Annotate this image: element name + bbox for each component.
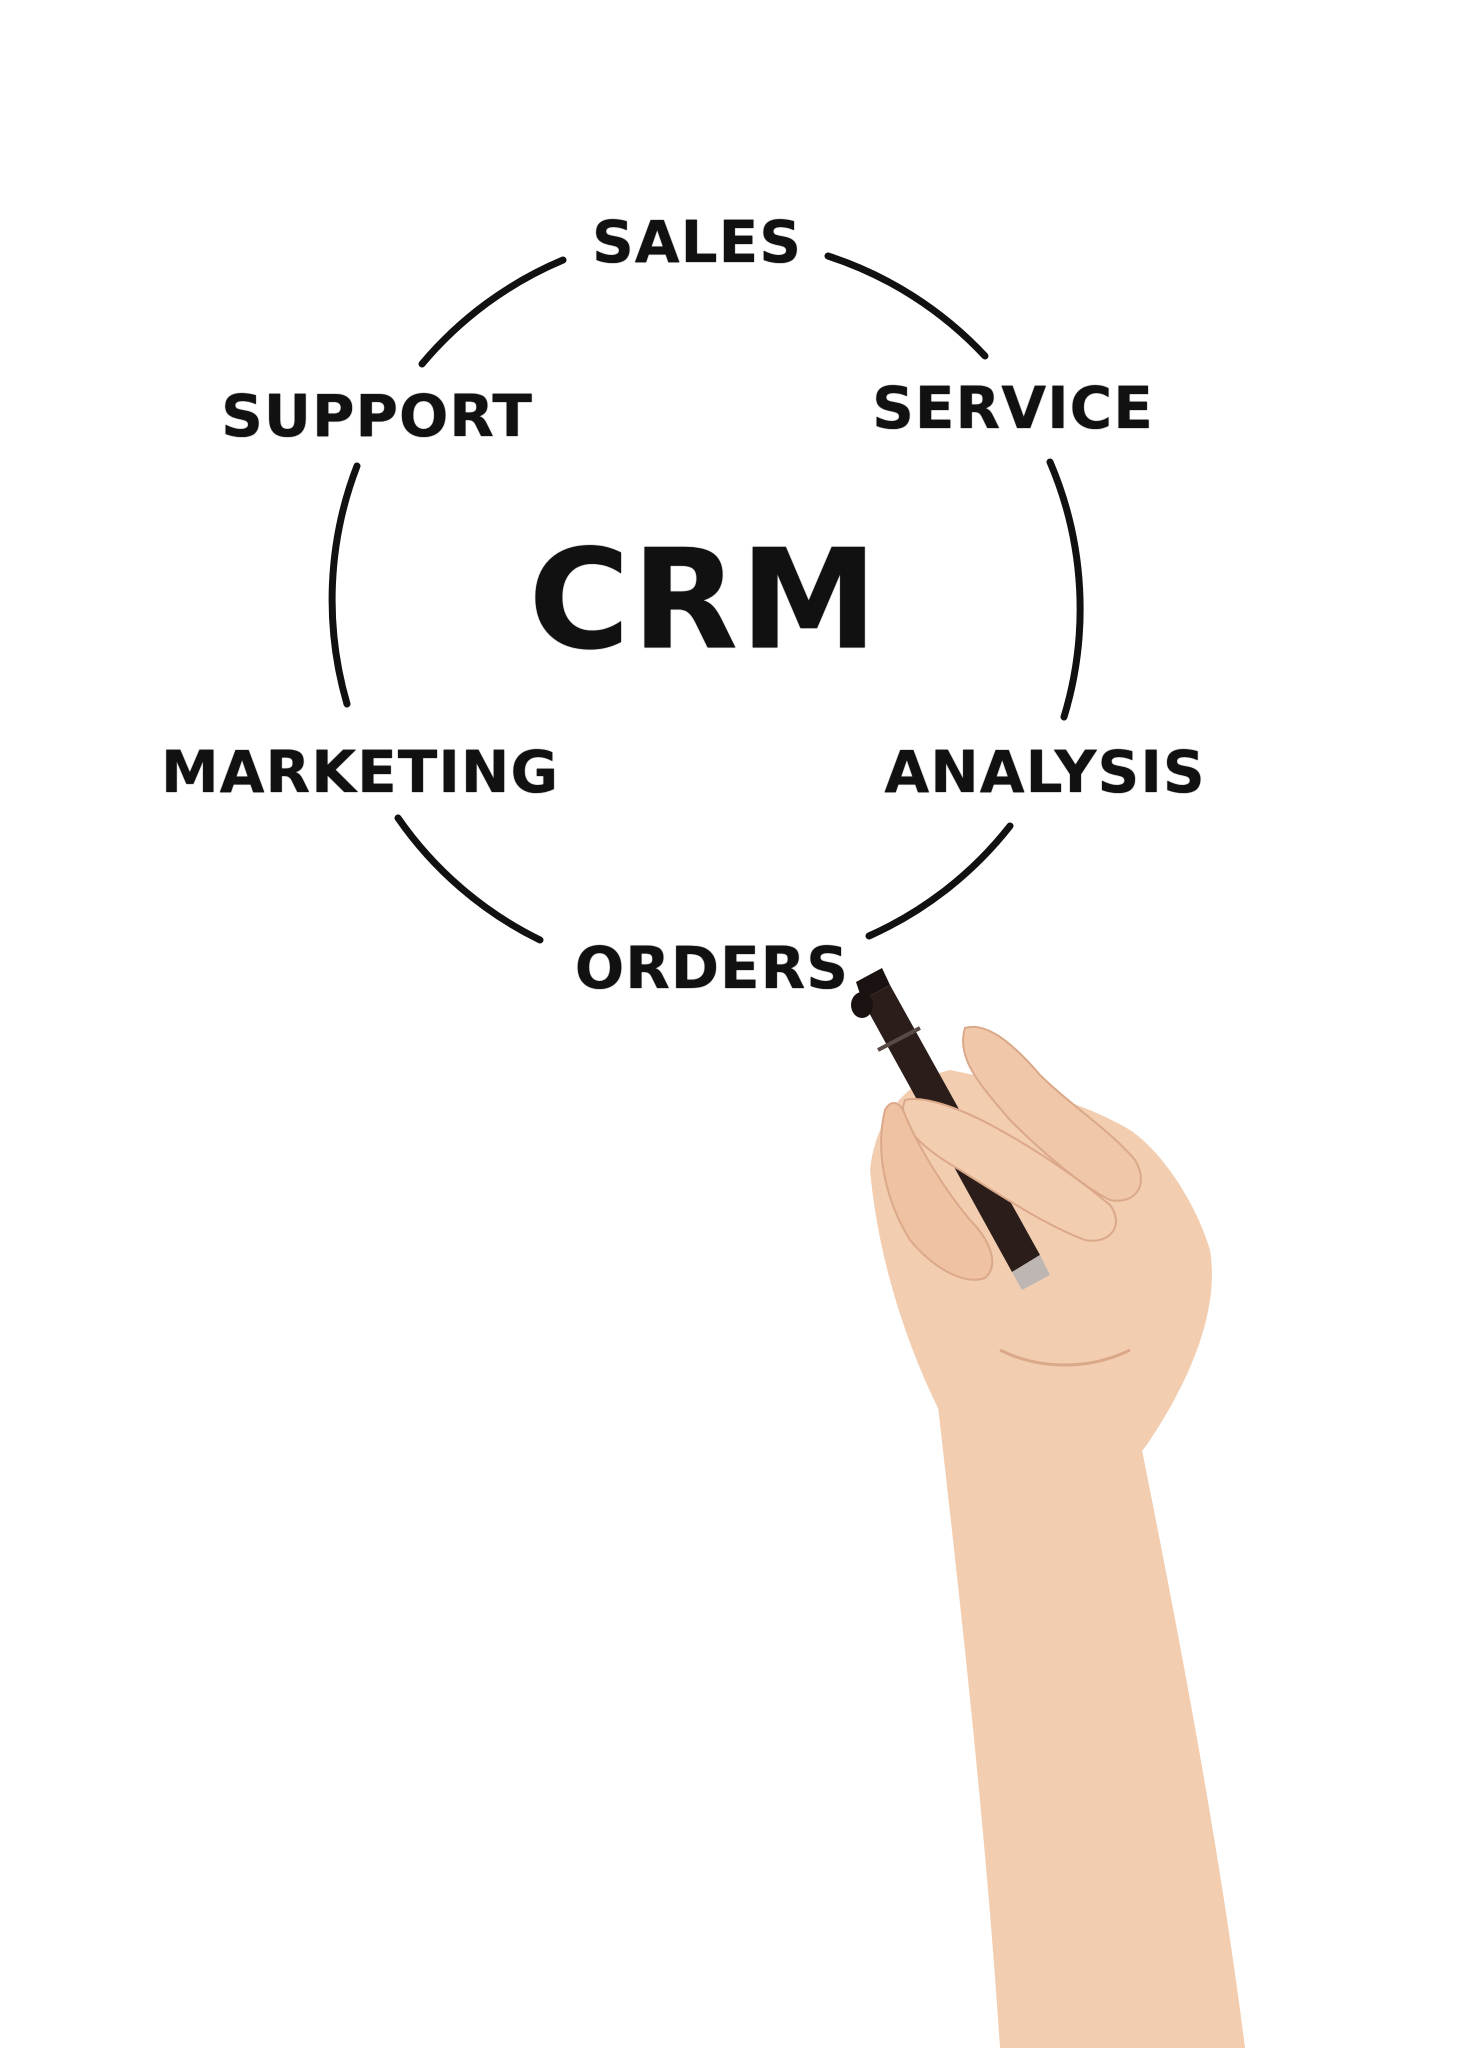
arc-service-analysis — [1046, 458, 1084, 721]
arc-orders-marketing — [394, 814, 544, 944]
palm-crease — [999, 1348, 1131, 1367]
node-analysis: ANALYSIS — [884, 738, 1206, 806]
node-orders: ORDERS — [574, 934, 850, 1002]
arm — [935, 1380, 1245, 2048]
arc-support-sales — [418, 256, 567, 368]
arc-marketing-support — [328, 462, 361, 708]
hand-with-marker-illustration — [851, 968, 1245, 2048]
arc-analysis-orders — [865, 822, 1014, 940]
node-service: SERVICE — [872, 374, 1154, 442]
node-marketing: MARKETING — [160, 738, 560, 806]
index-finger — [962, 1025, 1142, 1202]
cycle-arcs — [328, 252, 1084, 944]
thumb — [880, 1102, 994, 1281]
node-sales: SALES — [591, 208, 803, 276]
node-support: SUPPORT — [221, 382, 533, 450]
center-label-crm: CRM — [528, 519, 880, 681]
middle-finger — [902, 1098, 1117, 1242]
arc-sales-service — [824, 252, 989, 360]
